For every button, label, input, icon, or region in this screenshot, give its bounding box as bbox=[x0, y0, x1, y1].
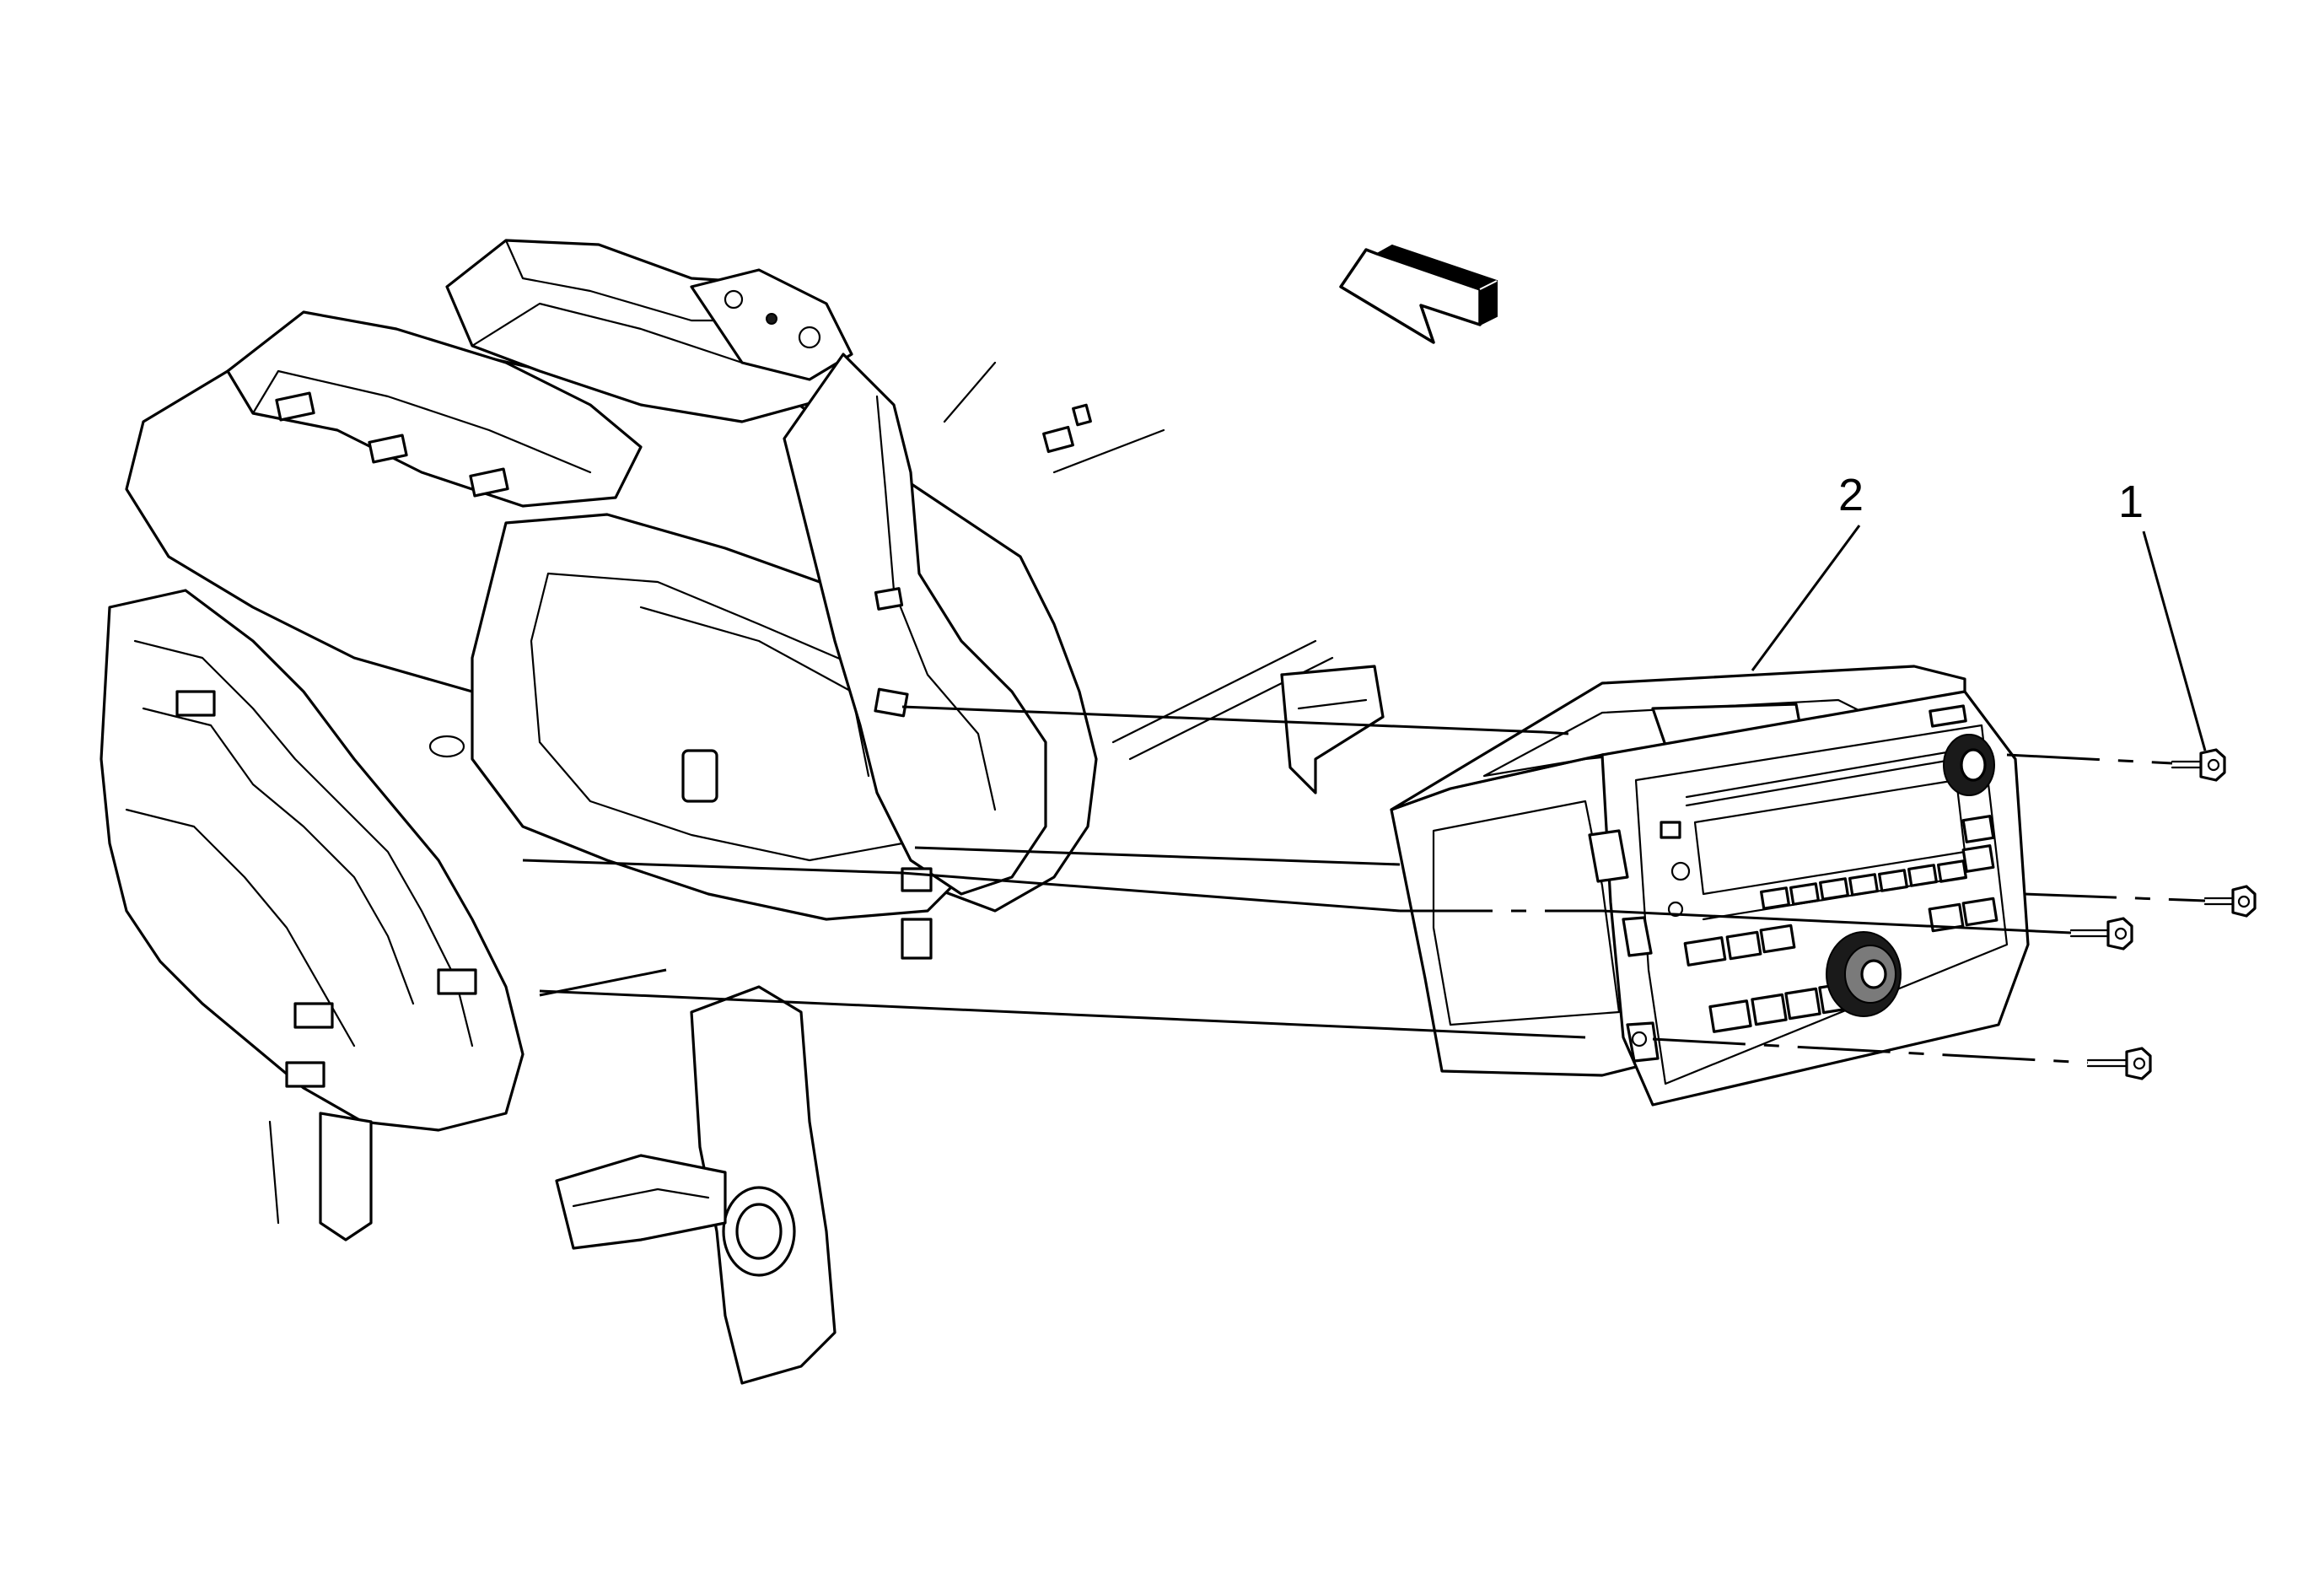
bolt-icon bbox=[2203, 885, 2257, 918]
bolt-icon bbox=[2069, 917, 2133, 951]
instrument-panel-carrier bbox=[100, 239, 1385, 1385]
bolt-icon bbox=[2086, 1047, 2152, 1080]
radio-assembly bbox=[1390, 665, 2030, 1107]
preset-button-row bbox=[1760, 859, 1967, 910]
volume-knob bbox=[1943, 734, 1995, 796]
tune-knob bbox=[1826, 931, 1902, 1017]
arrow-forward-icon bbox=[1339, 244, 1498, 344]
callout-leaders bbox=[1751, 525, 2207, 751]
callout-label-1: 1 bbox=[2118, 477, 2144, 527]
alignment-lines bbox=[522, 705, 2206, 1064]
callout-label-2: 2 bbox=[1838, 470, 1864, 520]
bolt-icon bbox=[2171, 748, 2226, 782]
function-button-row bbox=[1683, 897, 1999, 967]
